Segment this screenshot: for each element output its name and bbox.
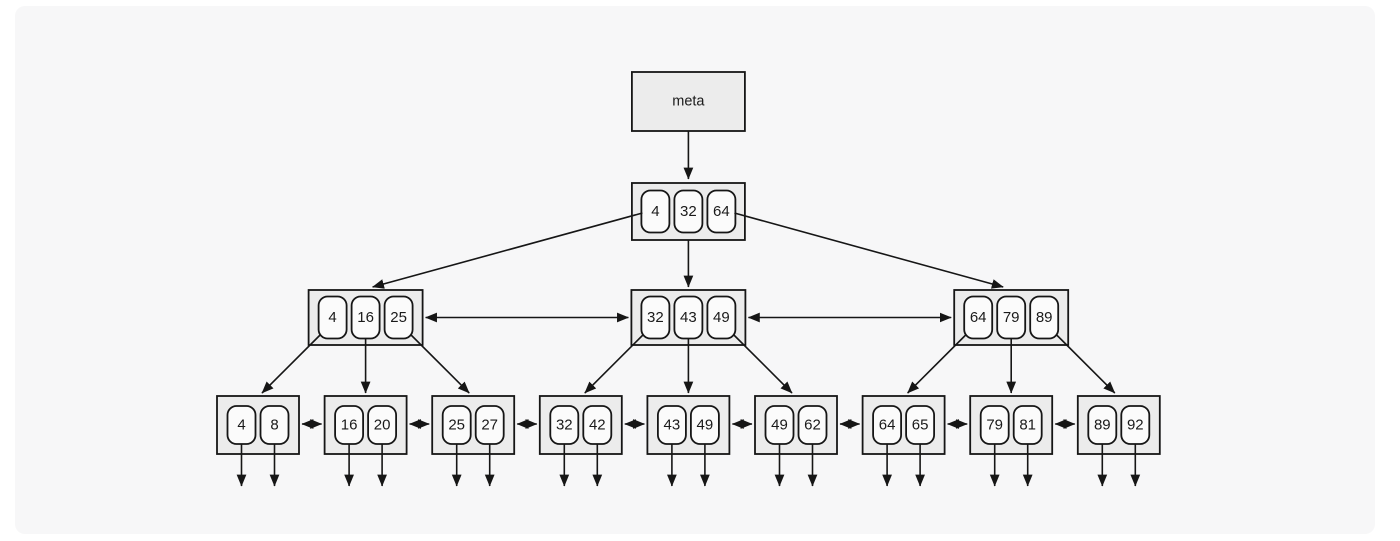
leaf-node-7: 79 81 [969,395,1054,455]
edge-internal-1-to-leaf-0 [584,333,644,394]
key-label: 64 [970,309,987,326]
internal-node-0: 4 16 25 [307,289,424,346]
key-label: 79 [986,417,1003,434]
key-label: 32 [647,309,664,326]
key-label: 16 [357,309,374,326]
key-label: 16 [341,417,358,434]
key-label: 89 [1036,309,1053,326]
key-cell [706,189,737,234]
edge-internal-2-to-leaf-2 [1055,333,1116,394]
key-label: 4 [651,203,659,220]
edge-internal-2-to-leaf-0 [907,333,967,394]
key-cell [1029,295,1060,340]
key-label: 32 [680,203,697,220]
key-label: 8 [270,417,278,434]
edge-root-to-internal-0 [372,212,643,289]
key-label: 27 [481,417,498,434]
key-cell [383,295,414,340]
key-label: 65 [912,417,929,434]
key-label: 89 [1094,417,1111,434]
key-cell [706,295,737,340]
key-label: 4 [237,417,245,434]
key-label: 43 [664,417,681,434]
key-label: 79 [1003,309,1020,326]
internal-node-1: 32 43 49 [630,289,747,346]
meta-node: meta [631,71,746,132]
key-label: 49 [697,417,714,434]
key-label: 4 [328,309,336,326]
leaf-node-6: 64 65 [861,395,946,455]
meta-node-box [631,71,746,132]
root-node: 4 32 64 [631,182,746,241]
leaf-node-8: 89 92 [1076,395,1161,455]
edge-root-to-internal-2 [734,212,1004,289]
key-cell [640,295,671,340]
key-label: 92 [1127,417,1144,434]
meta-node-label: meta [672,94,705,110]
key-label: 20 [374,417,391,434]
internal-node-2: 64 79 89 [953,289,1070,346]
edge-internal-0-to-leaf-2 [410,333,470,394]
key-cell [317,295,348,340]
key-label: 64 [713,203,730,220]
leaf-node-2: 25 27 [431,395,516,455]
edge-internal-1-to-leaf-2 [732,333,793,394]
leaf-node-3: 32 42 [538,395,623,455]
key-label: 25 [448,417,465,434]
leaf-node-5: 49 62 [754,395,838,455]
key-cell [673,189,704,234]
key-label: 62 [804,417,821,434]
key-label: 49 [771,417,788,434]
key-label: 49 [713,309,730,326]
key-cell [640,189,671,234]
edge-internal-0-to-leaf-0 [261,333,322,394]
key-label: 32 [556,417,573,434]
key-label: 43 [680,309,697,326]
key-cell [963,295,994,340]
leaf-node-4: 43 49 [646,395,731,455]
key-label: 25 [390,309,407,326]
key-label: 42 [589,417,606,434]
key-label: 64 [879,417,896,434]
key-label: 81 [1019,417,1036,434]
